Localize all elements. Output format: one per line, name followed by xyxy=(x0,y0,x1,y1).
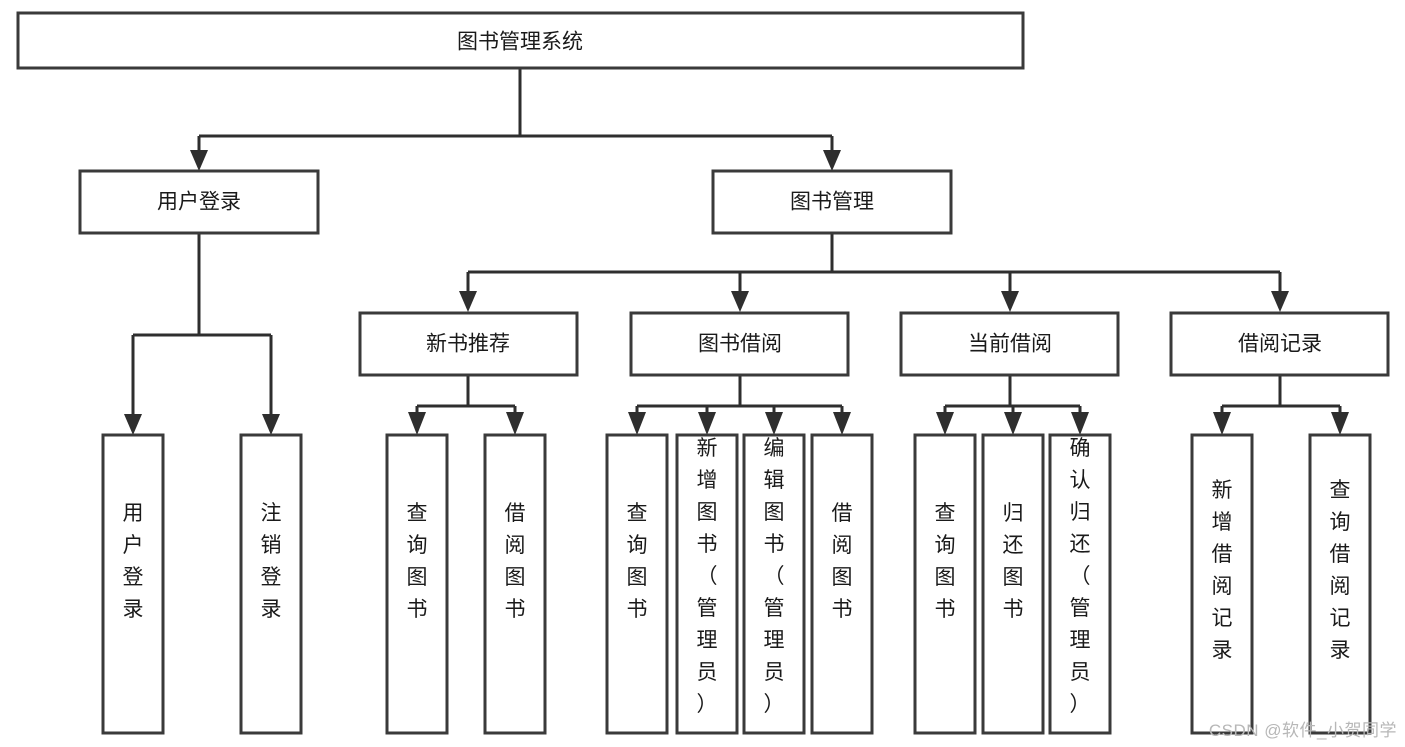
leaf-bb-borrow-book-box[interactable] xyxy=(810,433,874,735)
node-new-book-recommend[interactable]: 新书推荐 xyxy=(358,311,579,377)
leaf-nb-query-book-box[interactable] xyxy=(385,433,449,735)
arrowhead-book-mgmt xyxy=(823,150,841,171)
arrowhead-leaf-user-login xyxy=(124,414,142,435)
leaf-bb-query-book-box[interactable] xyxy=(605,433,669,735)
node-root-label: 图书管理系统 xyxy=(457,31,583,54)
node-root[interactable]: 图书管理系统 xyxy=(16,11,1025,70)
node-borrow-record-label: 借阅记录 xyxy=(1238,333,1322,356)
node-borrow-record[interactable]: 借阅记录 xyxy=(1169,311,1390,377)
leaf-br-query-record[interactable]: 查询借阅记录 xyxy=(1308,433,1372,735)
leaf-cb-return-book-box[interactable] xyxy=(981,433,1045,735)
node-current-borrow-box[interactable] xyxy=(899,311,1120,377)
connector-layer xyxy=(124,68,1349,435)
node-book-management-box[interactable] xyxy=(711,169,953,235)
node-root-box[interactable] xyxy=(16,11,1025,70)
leaf-nb-borrow-book-box[interactable] xyxy=(483,433,547,735)
arrowhead-bb-leaf-1 xyxy=(628,412,646,435)
arrowhead-br-leaf-2 xyxy=(1331,412,1349,435)
arrowhead-new-book xyxy=(459,291,477,312)
leaf-bb-query-book[interactable]: 查询图书 xyxy=(605,433,669,735)
arrowhead-user-login xyxy=(190,150,208,171)
leaf-nb-query-book[interactable]: 查询图书 xyxy=(385,433,449,735)
leaf-cb-query-book[interactable]: 查询图书 xyxy=(913,433,977,735)
leaf-cb-confirm-return[interactable]: 确认归还（管理员） xyxy=(1048,433,1112,735)
arrowhead-cb-leaf-2 xyxy=(1004,412,1022,435)
leaf-user-login[interactable]: 用户登录 xyxy=(101,433,165,735)
node-user-login[interactable]: 用户登录 xyxy=(78,169,320,235)
leaf-br-query-record-box[interactable] xyxy=(1308,433,1372,735)
leaf-bb-add-book[interactable]: 新增图书（管理员） xyxy=(675,433,739,735)
leaf-nb-borrow-book-label: 借阅图书 xyxy=(505,502,526,621)
leaf-user-login-box[interactable] xyxy=(101,433,165,735)
leaf-cb-return-book-label: 归还图书 xyxy=(1003,502,1024,621)
leaf-cb-query-book-box[interactable] xyxy=(913,433,977,735)
node-book-management[interactable]: 图书管理 xyxy=(711,169,953,235)
leaf-cb-query-book-label: 查询图书 xyxy=(935,502,956,621)
leaf-cb-return-book[interactable]: 归还图书 xyxy=(981,433,1045,735)
leaf-cb-confirm-return-label: 确认归还（管理员） xyxy=(1070,437,1091,716)
arrowhead-book-borrow xyxy=(731,291,749,312)
leaf-br-add-record-label: 新增借阅记录 xyxy=(1212,479,1233,662)
leaf-bb-add-book-label: 新增图书（管理员） xyxy=(697,437,718,716)
node-user-login-label: 用户登录 xyxy=(157,191,241,214)
node-book-borrow[interactable]: 图书借阅 xyxy=(629,311,850,377)
leaf-bb-edit-book[interactable]: 编辑图书（管理员） xyxy=(742,433,806,735)
leaf-user-login-label: 用户登录 xyxy=(123,502,144,621)
node-book-borrow-box[interactable] xyxy=(629,311,850,377)
node-new-book-recommend-label: 新书推荐 xyxy=(426,333,510,356)
arrowhead-bb-leaf-3 xyxy=(765,412,783,435)
arrowhead-borrow-record xyxy=(1271,291,1289,312)
arrowhead-cb-leaf-3 xyxy=(1071,412,1089,435)
leaf-cb-confirm-return-box[interactable] xyxy=(1048,433,1112,735)
node-book-borrow-label: 图书借阅 xyxy=(698,333,782,356)
leaf-bb-query-book-label: 查询图书 xyxy=(627,502,648,621)
arrowhead-bb-leaf-4 xyxy=(833,412,851,435)
leaf-bb-edit-book-box[interactable] xyxy=(742,433,806,735)
node-current-borrow[interactable]: 当前借阅 xyxy=(899,311,1120,377)
arrowhead-br-leaf-1 xyxy=(1213,412,1231,435)
leaf-logout-label: 注销登录 xyxy=(261,502,282,621)
leaf-br-add-record-box[interactable] xyxy=(1190,433,1254,735)
leaf-nb-query-book-label: 查询图书 xyxy=(407,502,428,621)
leaf-logout-box[interactable] xyxy=(239,433,303,735)
node-book-management-label: 图书管理 xyxy=(790,191,874,214)
arrowhead-nb-leaf-2 xyxy=(506,412,524,435)
node-borrow-record-box[interactable] xyxy=(1169,311,1390,377)
node-user-login-box[interactable] xyxy=(78,169,320,235)
arrowhead-leaf-logout xyxy=(262,414,280,435)
leaf-bb-add-book-box[interactable] xyxy=(675,433,739,735)
arrowhead-bb-leaf-2 xyxy=(698,412,716,435)
leaf-bb-edit-book-label: 编辑图书（管理员） xyxy=(764,437,785,716)
leaf-bb-borrow-book[interactable]: 借阅图书 xyxy=(810,433,874,735)
leaf-br-query-record-label: 查询借阅记录 xyxy=(1330,479,1351,662)
node-current-borrow-label: 当前借阅 xyxy=(968,333,1052,356)
arrowhead-current-borrow xyxy=(1001,291,1019,312)
arrowhead-cb-leaf-1 xyxy=(936,412,954,435)
leaf-nb-borrow-book[interactable]: 借阅图书 xyxy=(483,433,547,735)
leaf-bb-borrow-book-label: 借阅图书 xyxy=(832,502,853,621)
arrowhead-nb-leaf-1 xyxy=(408,412,426,435)
node-new-book-recommend-box[interactable] xyxy=(358,311,579,377)
leaf-logout[interactable]: 注销登录 xyxy=(239,433,303,735)
leaf-br-add-record[interactable]: 新增借阅记录 xyxy=(1190,433,1254,735)
